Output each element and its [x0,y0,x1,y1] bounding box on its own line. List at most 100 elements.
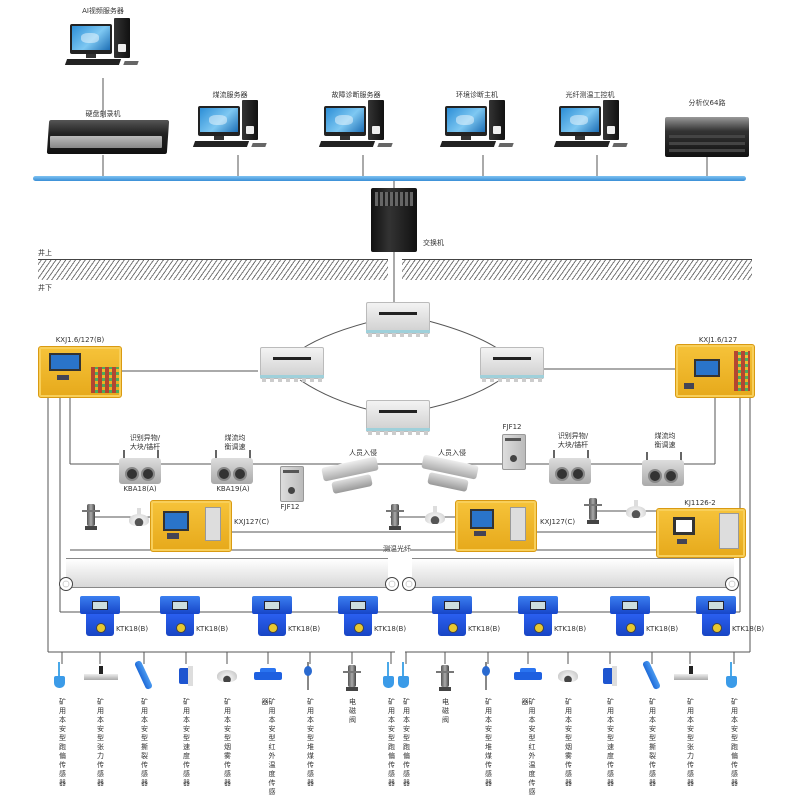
solenoid-valve-icon[interactable] [386,504,404,530]
smoke-sensor-icon[interactable] [558,662,578,692]
ring-switch-left[interactable] [260,347,324,383]
camera-kba18-icon[interactable] [115,450,165,486]
intrusion-right-label: 人员入侵 [438,449,466,457]
panel [510,507,526,541]
ring-switch-bottom[interactable] [366,400,430,436]
nvr-label: 硬盘刻录机 [85,110,121,118]
panel [719,513,739,549]
coal-sensor-icon[interactable] [478,662,498,692]
valve-sensor-icon[interactable] [343,665,361,691]
left-sub-controller[interactable] [150,500,232,552]
roller-icon [385,577,399,591]
sensor-label: 矿用本安型跑偏传感器 [402,698,411,788]
ring-switch-right[interactable] [480,347,544,383]
camera-kba19-icon[interactable] [638,452,688,488]
indicator [684,383,694,389]
ktk18-unit-icon[interactable] [432,596,472,636]
lcd-screen [163,511,189,531]
probe-sensor-icon[interactable] [381,662,401,692]
env-diag-host-label: 环境诊断主机 [456,91,498,99]
desktop-pc-icon[interactable] [192,100,274,156]
kba-right2-title: 煤流均衡调速 [654,432,676,449]
sensor-label: 电磁阀 [441,698,450,725]
desktop-pc-icon[interactable] [318,100,400,156]
rack-server-icon[interactable] [665,117,749,157]
intrusion-camera-icon[interactable] [418,454,479,494]
below-ground-label: 井下 [38,284,52,292]
kba-right1-title: 识别异物/大块/锚杆 [557,432,589,449]
ktk18-unit-icon[interactable] [160,596,200,636]
fiber-label: 测温光纤 [383,545,411,553]
temp-sensor-icon[interactable] [254,662,282,692]
sensor-label: 矿用本安型撕裂传感器 [648,698,657,788]
fjf12-sensor-icon[interactable] [502,434,526,470]
intrusion-camera-icon[interactable] [321,456,382,496]
ktk18-label: KTK18(B) [196,625,229,633]
ktk18-unit-icon[interactable] [338,596,378,636]
ring-link [419,379,501,411]
ai-video-server-label: AI视频服务器 [82,7,124,15]
above-ground-label: 井上 [38,249,52,257]
tear-sensor-icon[interactable] [641,659,662,692]
sensor-label: 矿用本安型张力传感器 [96,698,105,788]
kba-left-model: KBA18(A) [123,485,157,493]
intrusion-left-label: 人员入侵 [349,449,377,457]
sensor-label: 矿用本安型烟雾传感器 [564,698,573,788]
kj1126-controller[interactable] [656,508,746,558]
camera-kba18-icon[interactable] [545,450,595,486]
left-main-controller[interactable] [38,346,122,398]
core-switch-icon[interactable] [371,188,417,252]
probe-sensor-icon[interactable] [724,662,744,692]
solenoid-valve-icon[interactable] [584,498,602,524]
right-main-controller[interactable] [675,344,755,398]
ktk18-unit-icon[interactable] [80,596,120,636]
solenoid-valve-icon[interactable] [82,504,100,530]
speed-sensor-icon[interactable] [176,662,196,692]
sensor-label: 矿用本安型速度传感器 [606,698,615,788]
sensor-label: 矿用本安型红外温度传感器 [521,698,536,797]
ktk18-unit-icon[interactable] [518,596,558,636]
ktk18-label: KTK18(B) [732,625,765,633]
probe-sensor-icon[interactable] [396,662,416,692]
sensor-label: 矿用本安型跑偏传感器 [387,698,396,788]
sensor-label: 矿用本安型撕裂传感器 [140,698,149,788]
coal-sensor-icon[interactable] [300,662,320,692]
left-sub-controller-label: KXJ127(C) [234,518,270,526]
smoke-sensor-icon[interactable] [217,662,237,692]
ring-link [299,379,371,411]
right-end-controller-label: KJ1126-2 [684,499,716,507]
ethernet-bus [33,176,746,181]
camera-kba19-icon[interactable] [207,450,257,486]
speed-sensor-icon[interactable] [600,662,620,692]
dome-camera-icon[interactable] [128,508,150,528]
fjf12-sensor-icon[interactable] [280,466,304,502]
tension-sensor-icon[interactable] [84,662,118,692]
ktk18-unit-icon[interactable] [610,596,650,636]
temp-sensor-icon[interactable] [514,662,542,692]
tear-sensor-icon[interactable] [133,659,154,692]
nvr-recorder-icon[interactable] [46,120,170,154]
ktk18-unit-icon[interactable] [696,596,736,636]
tension-sensor-icon[interactable] [674,662,708,692]
ktk18-unit-icon[interactable] [252,596,292,636]
sensor-label: 矿用本安型跑偏传感器 [58,698,67,788]
kba-left-title: 识别异物/大块/锚杆 [129,434,161,451]
dome-camera-icon[interactable] [424,506,446,526]
lcd-screen [673,517,695,535]
probe-sensor-icon[interactable] [52,662,72,692]
lcd-screen [49,353,81,371]
ktk18-label: KTK18(B) [468,625,501,633]
desktop-pc-icon[interactable] [553,100,635,156]
desktop-pc-icon[interactable] [64,18,146,74]
valve-sensor-icon[interactable] [436,665,454,691]
desktop-pc-icon[interactable] [439,100,521,156]
right-sub-controller[interactable] [455,500,537,552]
ring-switch-top[interactable] [366,302,430,338]
conveyor-belt-right [412,558,734,588]
lcd-screen [694,359,720,377]
conveyor-belt-left [66,558,388,588]
dome-camera-icon[interactable] [625,500,647,520]
ktk18-label: KTK18(B) [116,625,149,633]
ktk18-label: KTK18(B) [374,625,407,633]
